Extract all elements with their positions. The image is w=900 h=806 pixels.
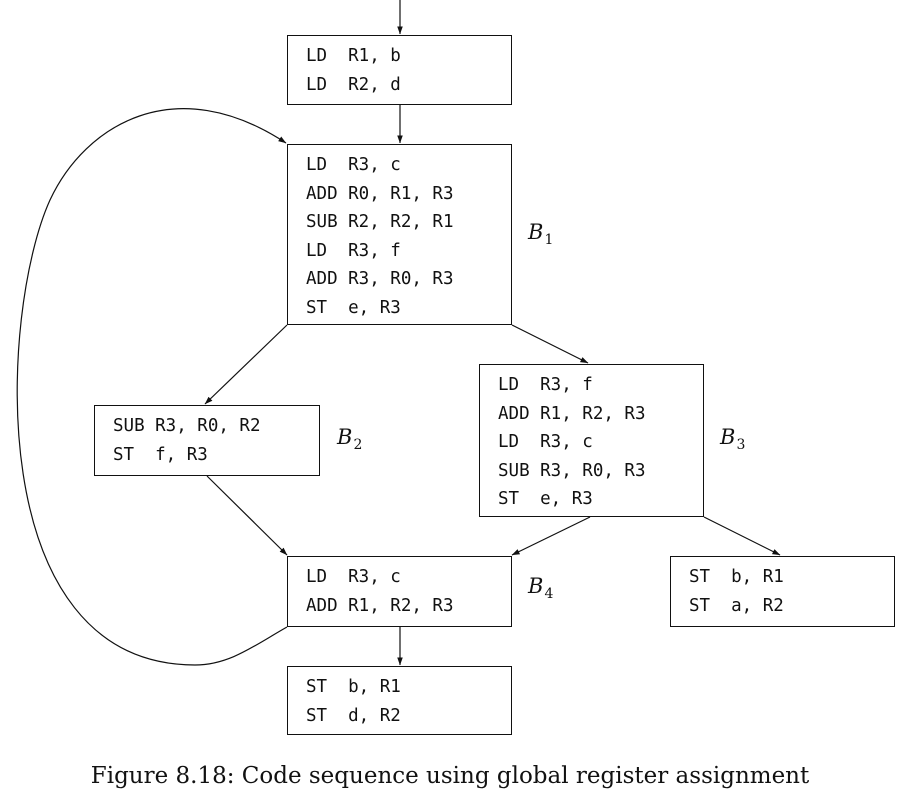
- code-line: ST b, R1: [689, 567, 784, 587]
- block-b3: LD R3, f ADD R1, R2, R3 LD R3, c SUB R3, R0…: [479, 364, 704, 517]
- code-line: SUB R3, R0, R3: [498, 460, 646, 481]
- code-line: SUB R2, R2, R1: [306, 212, 454, 233]
- edge-b3-to-exit5: [703, 516, 781, 556]
- code-line: LD R3, c: [306, 567, 401, 587]
- code-line: ADD R1, R2, R3: [498, 403, 646, 424]
- edge-b1-to-b3: [511, 324, 589, 364]
- edge-b2-to-b4: [206, 475, 288, 556]
- block-b2: SUB R3, R0, R2 ST f, R3: [94, 405, 320, 476]
- code-line: LD R3, c: [498, 432, 593, 453]
- block-label-b3: B3: [720, 425, 746, 453]
- code-line: LD R2, d: [306, 74, 401, 95]
- block-label-b1: B1: [528, 220, 554, 248]
- figure-caption: Figure 8.18: Code sequence using global …: [90, 763, 810, 789]
- code-line: ST d, R2: [306, 705, 401, 726]
- code-line: ADD R1, R2, R3: [306, 595, 454, 616]
- block-b1: LD R3, c ADD R0, R1, R3 SUB R2, R2, R1 LD R…: [287, 144, 512, 325]
- code-line: SUB R3, R0, R2: [113, 416, 261, 436]
- block-exit-stores-b-a: ST b, R1 ST a, R2: [670, 556, 895, 627]
- edge-b3-to-b4: [511, 516, 591, 556]
- code-line: LD R3, c: [306, 155, 401, 175]
- edge-b1-to-b2: [204, 324, 288, 405]
- block-label-b4: B4: [528, 574, 554, 602]
- code-line: LD R3, f: [498, 375, 593, 395]
- code-line: ST f, R3: [113, 444, 208, 465]
- block-initial-loads: LD R1, b LD R2, d: [287, 35, 512, 105]
- code-line: ST b, R1: [306, 677, 401, 697]
- block-exit-stores-b-d: ST b, R1 ST d, R2: [287, 666, 512, 735]
- code-line: ST a, R2: [689, 595, 784, 616]
- code-line: ADD R0, R1, R3: [306, 183, 454, 204]
- code-line: ST e, R3: [498, 489, 593, 510]
- edge-b4-loop-to-b1: [16, 108, 288, 666]
- code-line: ADD R3, R0, R3: [306, 269, 454, 290]
- code-line: LD R1, b: [306, 46, 401, 66]
- code-line: ST e, R3: [306, 297, 401, 318]
- block-b4: LD R3, c ADD R1, R2, R3: [287, 556, 512, 627]
- block-label-b2: B2: [337, 425, 363, 453]
- code-line: LD R3, f: [306, 240, 401, 261]
